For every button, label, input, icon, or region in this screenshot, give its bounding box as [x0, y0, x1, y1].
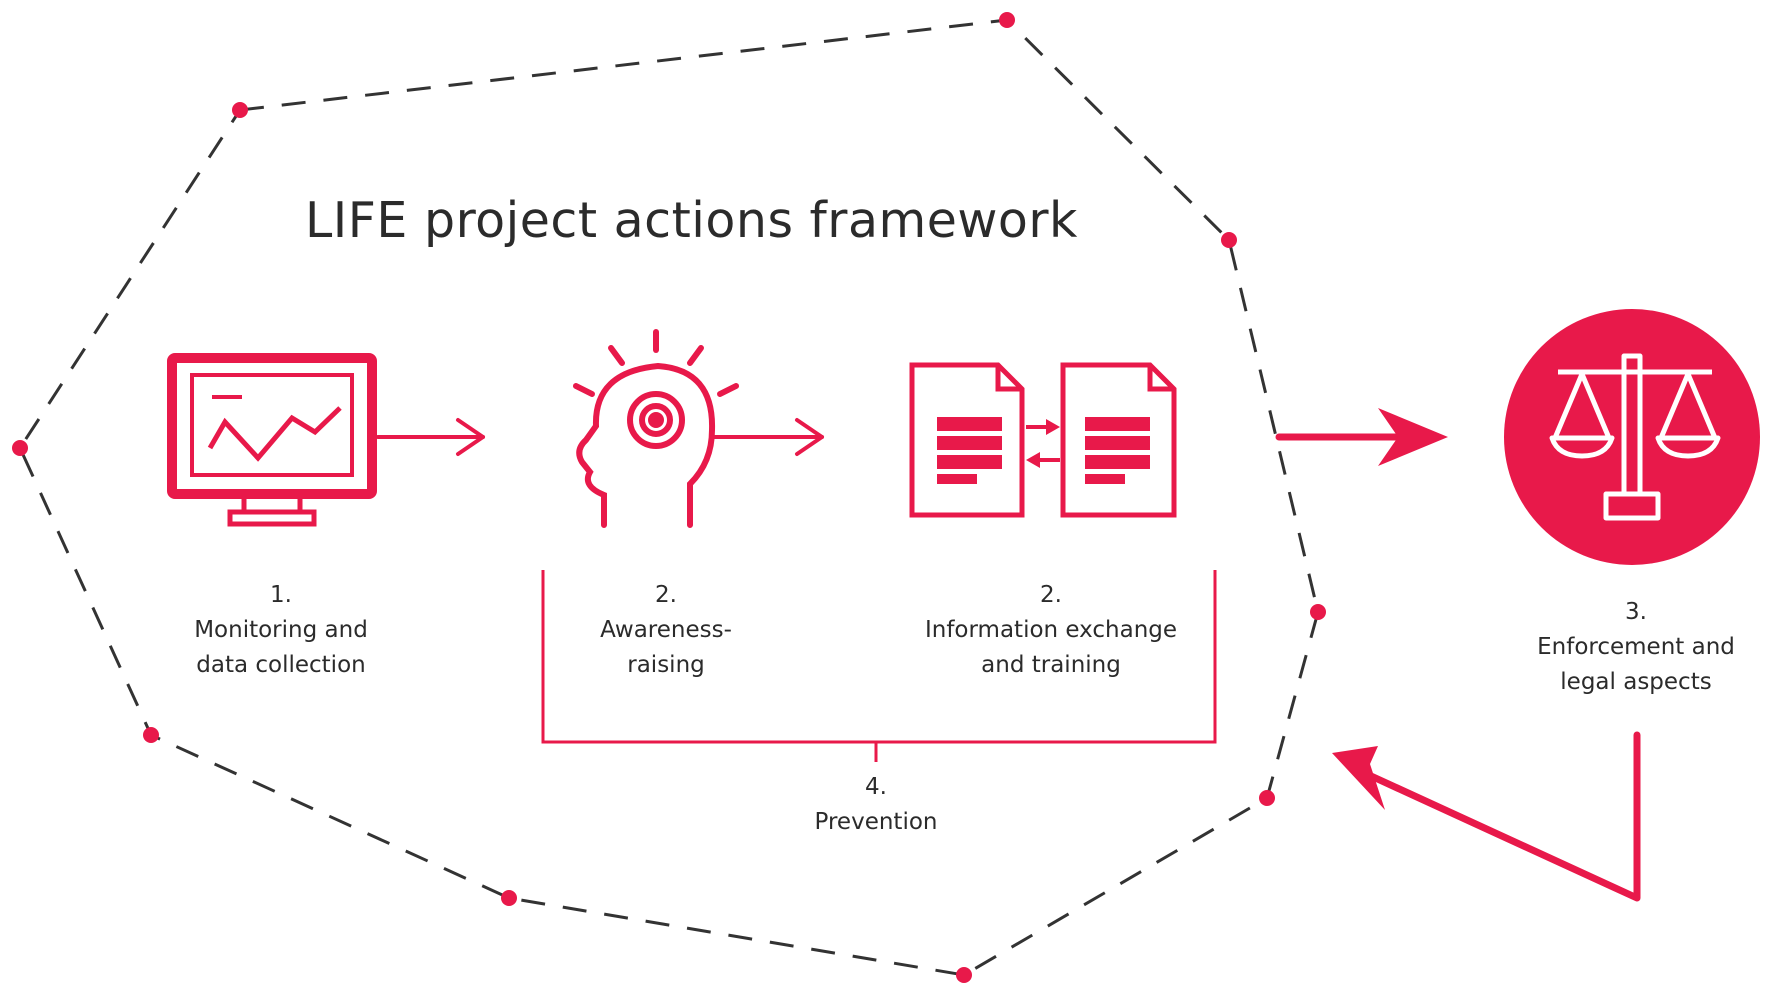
step-label-line: Information exchange: [924, 617, 1178, 643]
boundary-dot: [1259, 790, 1275, 806]
boundary-dot: [143, 727, 159, 743]
dashed-boundary: [18, 18, 1320, 977]
document-right-fold: [1147, 365, 1174, 392]
boundary-dot: [12, 440, 28, 456]
prevention-bracket: [541, 570, 1217, 744]
idea-ray: [687, 345, 704, 366]
text-block: [1085, 474, 1125, 484]
document-left-text: [937, 417, 1002, 484]
exchange-arrowhead-right: [1046, 419, 1060, 435]
diagram-title: LIFE project actions framework: [305, 192, 1078, 249]
step-number: 1.: [270, 582, 292, 608]
text-block: [1085, 455, 1150, 469]
text-block: [937, 455, 1002, 469]
step-number: 4.: [865, 774, 887, 800]
flow-arrows: [376, 408, 1641, 902]
scales-of-justice-icon: [1549, 353, 1721, 521]
document-left: [909, 362, 1025, 518]
idea-ray: [573, 383, 595, 397]
step-awareness-label: 2. Awareness- raising: [600, 578, 732, 683]
target-outer: [627, 391, 685, 449]
step-monitoring-label: 1. Monitoring and data collection: [194, 578, 368, 683]
target-middle: [639, 403, 673, 437]
idea-ray: [717, 383, 739, 397]
step-number: 2.: [1040, 582, 1062, 608]
head-outline: [576, 362, 716, 528]
step-label-line: and training: [981, 652, 1121, 678]
step-prevention-label: 4. Prevention: [815, 770, 938, 840]
step-label-line: Enforcement and: [1537, 634, 1735, 660]
monitor-chart-icon: [167, 353, 377, 527]
step-label-line: Monitoring and: [194, 617, 368, 643]
scales-left-string-a: [1552, 373, 1585, 439]
idea-ray: [608, 345, 625, 366]
boundary-dot: [1221, 232, 1237, 248]
text-block: [937, 417, 1002, 431]
feedback-arrow: [1354, 731, 1641, 902]
monitor-base: [227, 509, 317, 527]
arrow-to-enforcement-head: [1378, 408, 1448, 466]
arrow-2-to-2b-head: [795, 418, 824, 456]
boundary-dot: [1310, 604, 1326, 620]
feedback-arrow-head: [1332, 746, 1385, 810]
step-information-exchange-label: 2. Information exchange and training: [925, 578, 1177, 683]
text-block: [937, 436, 1002, 450]
arrow-1-to-2-head: [456, 418, 485, 456]
monitor-trend-line: [207, 406, 342, 462]
step-label-line: legal aspects: [1560, 669, 1712, 695]
step-enforcement-label: 3. Enforcement and legal aspects: [1537, 595, 1735, 700]
boundary-dot: [956, 967, 972, 983]
step-number: 2.: [655, 582, 677, 608]
text-block: [1085, 417, 1150, 431]
boundary-dot: [232, 102, 248, 118]
head-target-icon: [573, 329, 739, 528]
scales-right-string-b: [1685, 373, 1718, 439]
scales-right-pan: [1655, 435, 1721, 459]
document-exchange-icon: [909, 362, 1177, 518]
scales-left-pan: [1549, 435, 1615, 459]
boundary-dot: [999, 12, 1015, 28]
boundary-dots: [12, 12, 1326, 983]
text-block: [937, 474, 977, 484]
step-label-line: raising: [627, 652, 705, 678]
text-block: [1085, 436, 1150, 450]
scales-left-string-b: [1579, 373, 1612, 439]
scales-right-string-a: [1658, 373, 1691, 439]
document-right-text: [1085, 417, 1150, 484]
step-label-line: Prevention: [814, 809, 938, 835]
target-center: [648, 412, 664, 428]
scales-base: [1603, 491, 1661, 521]
document-right: [1060, 362, 1177, 518]
step-number: 3.: [1625, 599, 1647, 625]
step-label-line: data collection: [196, 652, 366, 678]
enforcement-circle: [1504, 309, 1760, 565]
step-label-line: Awareness-: [600, 617, 732, 643]
monitor-inner-screen: [190, 373, 354, 477]
document-left-fold: [995, 365, 1022, 392]
boundary-dot: [501, 890, 517, 906]
exchange-arrowhead-left: [1026, 452, 1040, 468]
